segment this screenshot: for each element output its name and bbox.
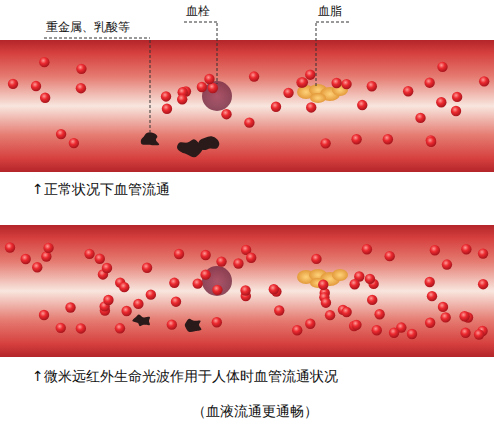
- figure-caption: ↑微米远红外生命光波作用于人体时血管流通状况: [32, 368, 338, 385]
- figure-caption: ↑正常状况下血管流通: [32, 181, 170, 198]
- leader-lines: [150, 23, 316, 134]
- callout-label: 血脂: [318, 4, 342, 18]
- figure-caption: （血液流通更通畅）: [192, 403, 318, 420]
- blood-vessel: [0, 40, 494, 172]
- callout-label: 重金属、乳酸等: [46, 20, 130, 34]
- blood-vessel: [0, 225, 494, 357]
- callout-label: 血栓: [186, 4, 210, 18]
